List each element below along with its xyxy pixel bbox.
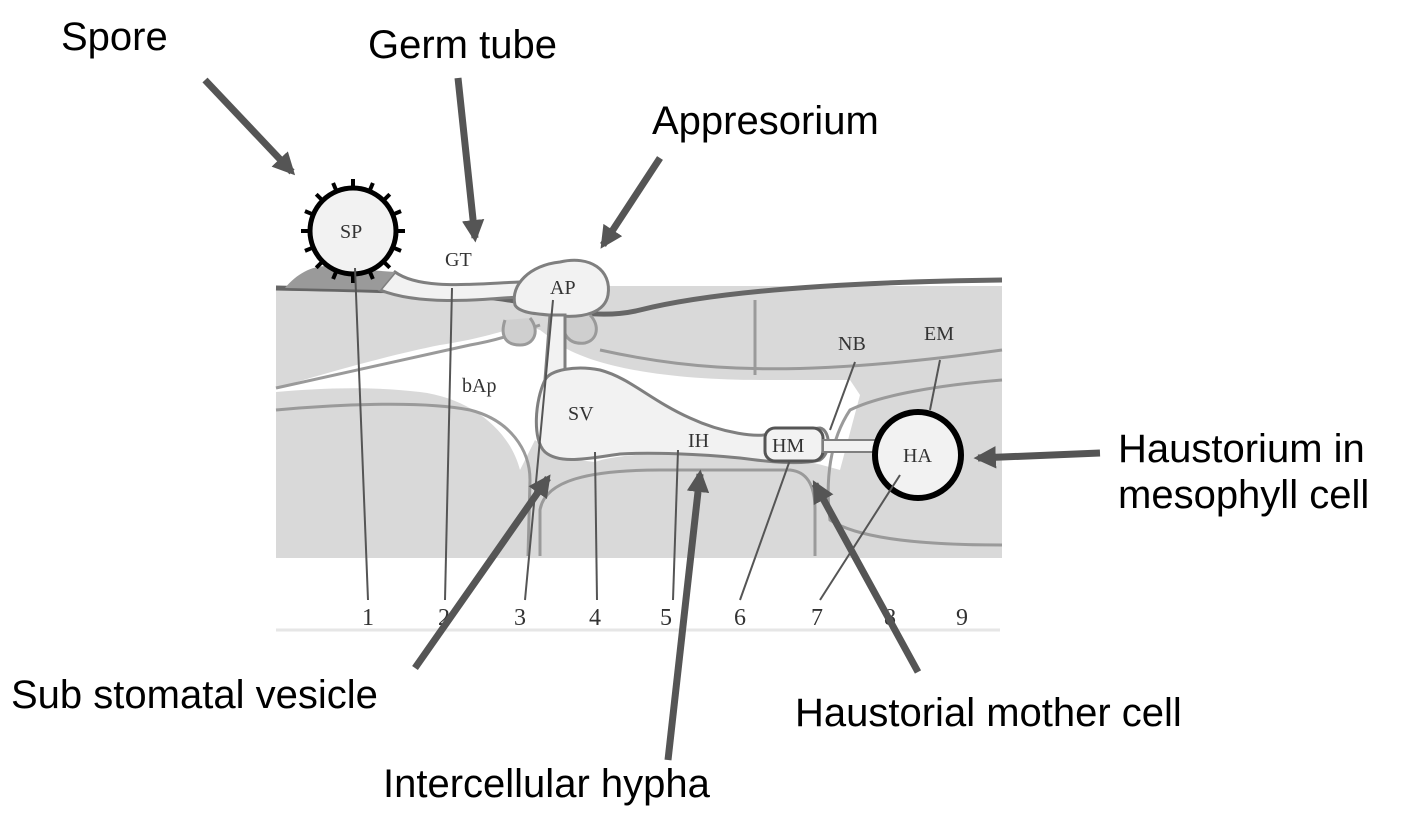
callout-haustorium-line1: Haustorium in: [1118, 426, 1369, 472]
callout-germ-tube: Germ tube: [368, 22, 557, 68]
arrow-appresorium: [603, 158, 660, 245]
spore-spine: [383, 194, 389, 200]
label-ha: HA: [903, 445, 932, 467]
stage-number-7: 7: [811, 605, 823, 631]
label-ap: AP: [550, 277, 576, 299]
label-em: EM: [924, 323, 954, 345]
callout-haustorial-mother-cell: Haustorial mother cell: [795, 690, 1182, 736]
callout-spore: Spore: [61, 14, 168, 60]
arrow-haustorium: [978, 453, 1100, 458]
callout-haustorium: Haustorium in mesophyll cell: [1118, 426, 1369, 518]
callout-appresorium: Appresorium: [652, 98, 879, 144]
label-gt: GT: [445, 249, 472, 271]
germ-tube: [380, 272, 530, 301]
callout-haustorium-line2: mesophyll cell: [1118, 472, 1369, 518]
label-nb: NB: [838, 333, 866, 355]
cell-wall: [564, 315, 597, 343]
label-ih: IH: [688, 430, 709, 452]
stage-number-3: 3: [514, 605, 526, 631]
label-sv: SV: [568, 403, 594, 425]
spore-spine: [316, 194, 322, 200]
stage-number-9: 9: [956, 605, 968, 631]
arrow-spore: [205, 80, 292, 172]
stage-number-4: 4: [589, 605, 601, 631]
label-hm: HM: [772, 435, 804, 457]
spore-spine: [383, 261, 389, 267]
arrow-germ-tube: [458, 78, 475, 238]
stage-number-5: 5: [660, 605, 672, 631]
callout-sub-stomatal-vesicle: Sub stomatal vesicle: [11, 672, 378, 718]
cell-wall: [503, 318, 535, 345]
haustorium-neck: [823, 440, 880, 452]
stage-number-1: 1: [362, 605, 374, 631]
callout-intercellular-hypha: Intercellular hypha: [383, 761, 710, 807]
stage-number-6: 6: [734, 605, 746, 631]
label-bap: bAp: [462, 375, 496, 397]
label-sp: SP: [340, 221, 362, 243]
